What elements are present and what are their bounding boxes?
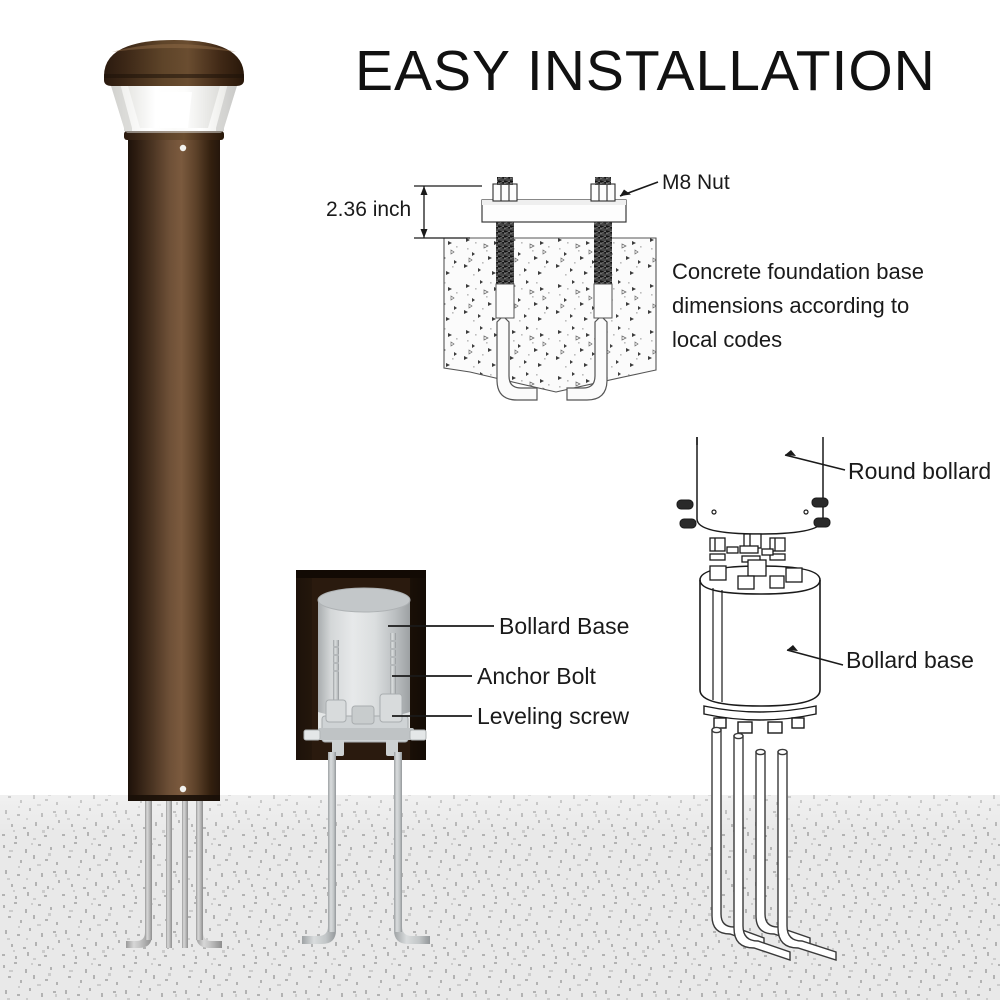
threaded-rod-right	[594, 218, 612, 284]
round-bollard-outline	[696, 437, 824, 535]
bollard-base-lower-label: Bollard base	[846, 647, 974, 673]
cutaway-leaders	[388, 625, 494, 717]
round-bollard-label: Round bollard	[848, 458, 992, 484]
set-screws	[676, 497, 831, 529]
leveling-screw-assembly	[303, 693, 427, 756]
dimension-2-36-inch	[414, 185, 482, 239]
concrete-note-line-1: Concrete foundation base	[672, 259, 924, 284]
concrete-note-line-3: local codes	[672, 327, 783, 352]
exploded-hardware	[709, 533, 786, 563]
cutaway-anchor-bolts	[333, 633, 396, 740]
anchor-bolt-label: Anchor Bolt	[477, 663, 596, 689]
page-title: EASY INSTALLATION	[355, 39, 936, 103]
pole-screw-lower	[179, 785, 187, 793]
embedded-j-bolts	[496, 238, 608, 401]
concrete-note-line-2: dimensions according to	[672, 293, 910, 318]
pole-screw-upper	[179, 144, 187, 152]
threaded-rod-left	[496, 218, 514, 284]
bollard-pole	[128, 133, 220, 801]
exploded-leaders	[784, 454, 846, 666]
leveling-screw-label: Leveling screw	[477, 703, 630, 729]
exploded-anchor-bolts	[711, 726, 837, 961]
dimension-label: 2.36 inch	[326, 198, 412, 221]
m8-nut-label: M8 Nut	[662, 171, 730, 194]
cutaway-bolt-legs	[302, 752, 430, 944]
bollard-base-upper-label: Bollard Base	[499, 613, 630, 639]
assembled-anchor-bolts	[126, 790, 222, 948]
exploded-bollard-base	[699, 565, 821, 707]
